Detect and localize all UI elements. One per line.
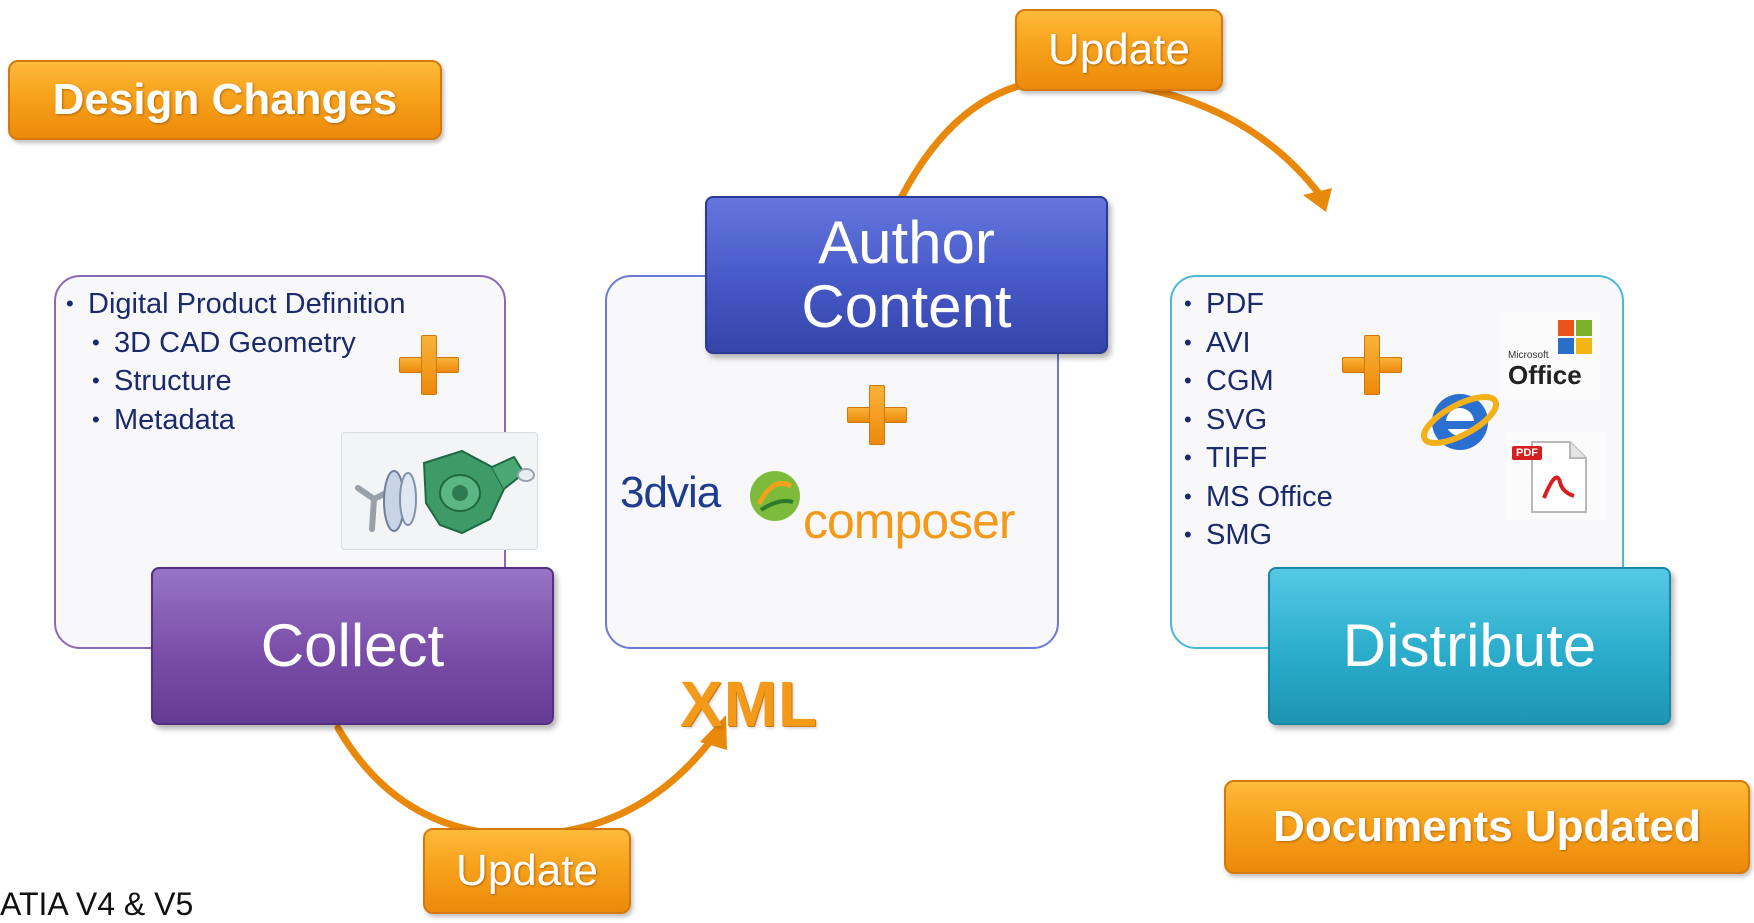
format-item: PDF: [1184, 285, 1333, 324]
collect-item: 3D CAD Geometry: [92, 324, 406, 363]
pdf-logo: PDF: [1506, 432, 1606, 520]
update-label-bottom: Update: [423, 828, 631, 914]
update-label-top: Update: [1015, 9, 1223, 91]
arrow-head-top: [1303, 188, 1332, 212]
author-content-stage: Author Content: [705, 196, 1108, 354]
pdf-file-icon: [1531, 441, 1587, 513]
format-item: SVG: [1184, 401, 1333, 440]
logo-3dvia-text: 3dvia: [620, 468, 721, 517]
design-changes-label: Design Changes: [8, 60, 442, 140]
logo-composer-text: composer: [803, 493, 1016, 549]
collect-item: Metadata: [92, 401, 406, 440]
design-changes-text: Design Changes: [52, 75, 398, 124]
distribute-stage: Distribute: [1268, 567, 1671, 725]
arrow-author-to-distribute: [891, 76, 1324, 214]
xml-label: XML: [680, 668, 819, 740]
3dvia-swirl-icon: [750, 471, 800, 521]
collect-item: Structure: [92, 362, 406, 401]
format-item: TIFF: [1184, 439, 1333, 478]
documents-updated-text: Documents Updated: [1273, 802, 1701, 851]
format-item: AVI: [1184, 324, 1333, 363]
update-top-text: Update: [1048, 25, 1190, 74]
plus-icon: [399, 335, 459, 395]
pdf-badge-text: PDF: [1512, 446, 1542, 460]
plus-icon: [847, 385, 907, 445]
cad-model-image: [341, 432, 538, 550]
collect-stage-text: Collect: [260, 612, 445, 679]
office-squares-icon: [1558, 320, 1592, 354]
format-item: MS Office: [1184, 478, 1333, 517]
arrow-head-bottom: [700, 715, 727, 750]
office-logo: Microsoft Office: [1500, 312, 1600, 400]
update-bottom-text: Update: [456, 846, 598, 895]
format-item: CGM: [1184, 362, 1333, 401]
plus-icon: [1342, 335, 1402, 395]
format-item: SMG: [1184, 516, 1333, 555]
documents-updated-label: Documents Updated: [1224, 780, 1750, 874]
distribute-stage-text: Distribute: [1342, 612, 1597, 679]
office-ms-text: Microsoft: [1508, 350, 1549, 361]
internet-explorer-icon: [1420, 394, 1500, 450]
3dvia-composer-logo: 3dvia composer: [620, 462, 1040, 562]
collect-stage: Collect: [151, 567, 554, 725]
author-stage-line1: Author: [818, 209, 995, 276]
office-text: Office: [1508, 360, 1582, 390]
cad-geometry-icon: [355, 449, 535, 535]
arrow-collect-to-xml: [334, 724, 719, 839]
distribute-formats-list: PDF AVI CGM SVG TIFF MS Office SMG: [1184, 285, 1333, 555]
author-stage-line2: Content: [801, 273, 1012, 340]
collect-items-list: Digital Product Definition 3D CAD Geomet…: [66, 285, 406, 439]
collect-item: Digital Product Definition: [66, 285, 406, 324]
footer-text: ATIA V4 & V5: [0, 886, 194, 922]
